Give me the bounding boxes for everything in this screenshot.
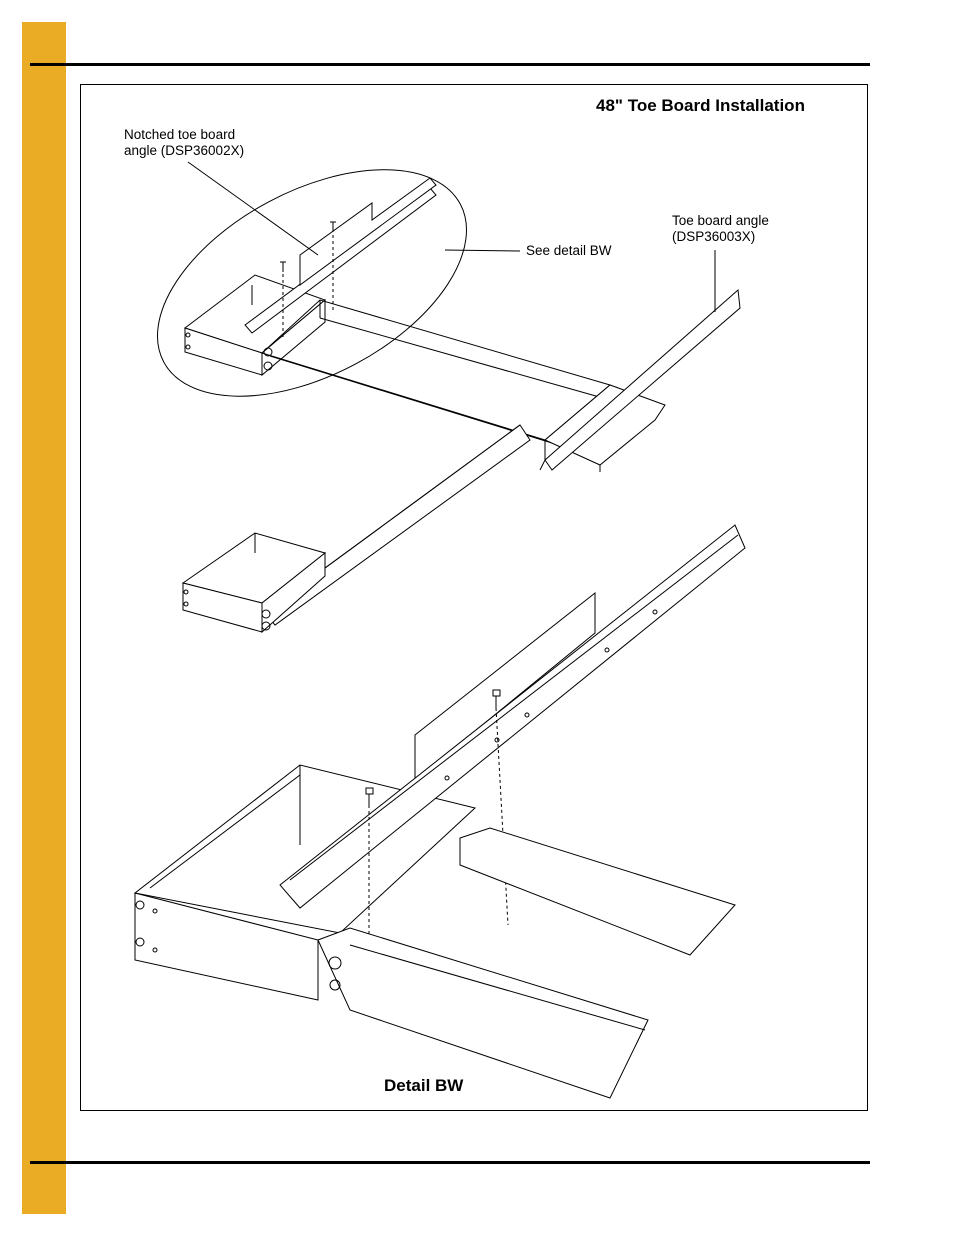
upper-assembly <box>120 123 740 625</box>
callout-notched-line2: angle (DSP36002X) <box>124 143 245 158</box>
detail-toe-board-plate <box>415 593 595 780</box>
header-rule <box>30 63 870 66</box>
leader-lines <box>188 162 715 312</box>
figure-frame <box>80 84 868 1111</box>
toe-board-angle <box>540 290 740 470</box>
detail-bw-ellipse <box>120 123 503 443</box>
detail-notched-angle <box>280 525 745 908</box>
notched-toe-board-angle <box>245 178 436 340</box>
footer-rule <box>30 1161 870 1164</box>
detail-label: Detail BW <box>384 1076 464 1095</box>
detail-bw-view <box>135 525 745 1098</box>
callout-notched-line1: Notched toe board <box>124 127 236 142</box>
upper-connecting-rail <box>265 425 530 625</box>
accent-side-bar <box>22 22 66 1214</box>
figure-title: 48" Toe Board Installation <box>596 96 805 115</box>
detail-bolts <box>366 690 508 940</box>
detail-right-channel <box>460 828 735 955</box>
callout-toe-board-line1: Toe board angle <box>672 213 769 228</box>
callout-see-detail: See detail BW <box>526 243 612 258</box>
callout-notched-toe-board-angle: Notched toe board angle (DSP36002X) <box>124 127 244 159</box>
upper-end-box <box>185 275 325 375</box>
callout-toe-board-angle: Toe board angle (DSP36003X) <box>672 213 769 245</box>
detail-end-box <box>135 765 475 1000</box>
detail-front-rail <box>318 928 648 1098</box>
middle-end-box <box>183 533 325 632</box>
callout-toe-board-line2: (DSP36003X) <box>672 229 756 244</box>
